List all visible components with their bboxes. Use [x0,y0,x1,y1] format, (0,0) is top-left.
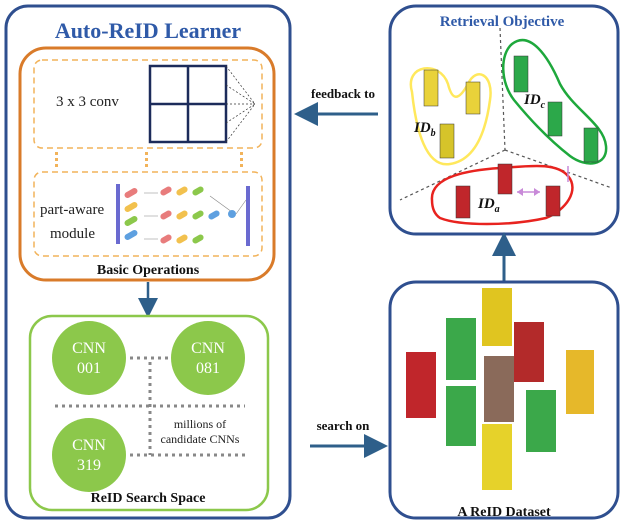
person-thumb [423,69,439,107]
person-thumb [455,185,471,219]
cnn-081-node [171,321,245,395]
cnn-001-line2: 001 [77,360,101,377]
id-c-group [502,38,608,165]
part-aware-op-box [33,171,263,257]
search-label: search on [317,418,371,433]
learner-title: Auto-ReID Learner [55,18,242,43]
conv-label: 3 x 3 conv [56,94,119,110]
id-b-label: IDb [413,120,436,139]
pull-arrow-head-left [517,188,523,196]
cnn-081-line2: 081 [196,360,220,377]
millions-line2: candidate CNNs [161,432,240,446]
cnn-081-line1: CNN [191,340,225,357]
millions-line1: millions of [174,417,226,431]
pull-arrow-head-right [534,188,540,196]
cnn-001-line1: CNN [72,340,106,357]
person-thumb [497,163,513,195]
id-c-label: IDc [523,92,546,111]
person-thumb [545,185,561,217]
retrieval-title: Retrieval Objective [440,14,565,30]
cnn-319-line1: CNN [72,437,106,454]
id-b-group [409,67,492,166]
person-thumb [513,55,529,93]
conv-op-box [33,59,263,149]
search-space-dotted-links [55,356,245,457]
dataset-person-collage [406,288,594,490]
cnn-319-node [52,418,126,492]
part-aware-module-graphic [116,184,250,246]
person-thumb [465,81,481,115]
dataset-caption: A ReID Dataset [457,505,551,520]
person-thumb [547,101,563,137]
feedback-label: feedback to [311,86,375,101]
basic-operations-caption: Basic Operations [97,263,200,278]
search-space-caption: ReID Search Space [91,491,206,506]
cnn-001-node [52,321,126,395]
id-a-label: IDa [477,196,500,215]
person-thumb [439,123,455,159]
part-aware-label-line1: part-aware [40,202,104,218]
op-ellipsis-dots [55,152,243,167]
person-thumb [583,127,599,163]
id-a-group [430,164,574,226]
cnn-319-line2: 319 [77,457,101,474]
conv-kernel-graphic [148,64,256,144]
part-aware-label-line2: module [50,226,95,242]
